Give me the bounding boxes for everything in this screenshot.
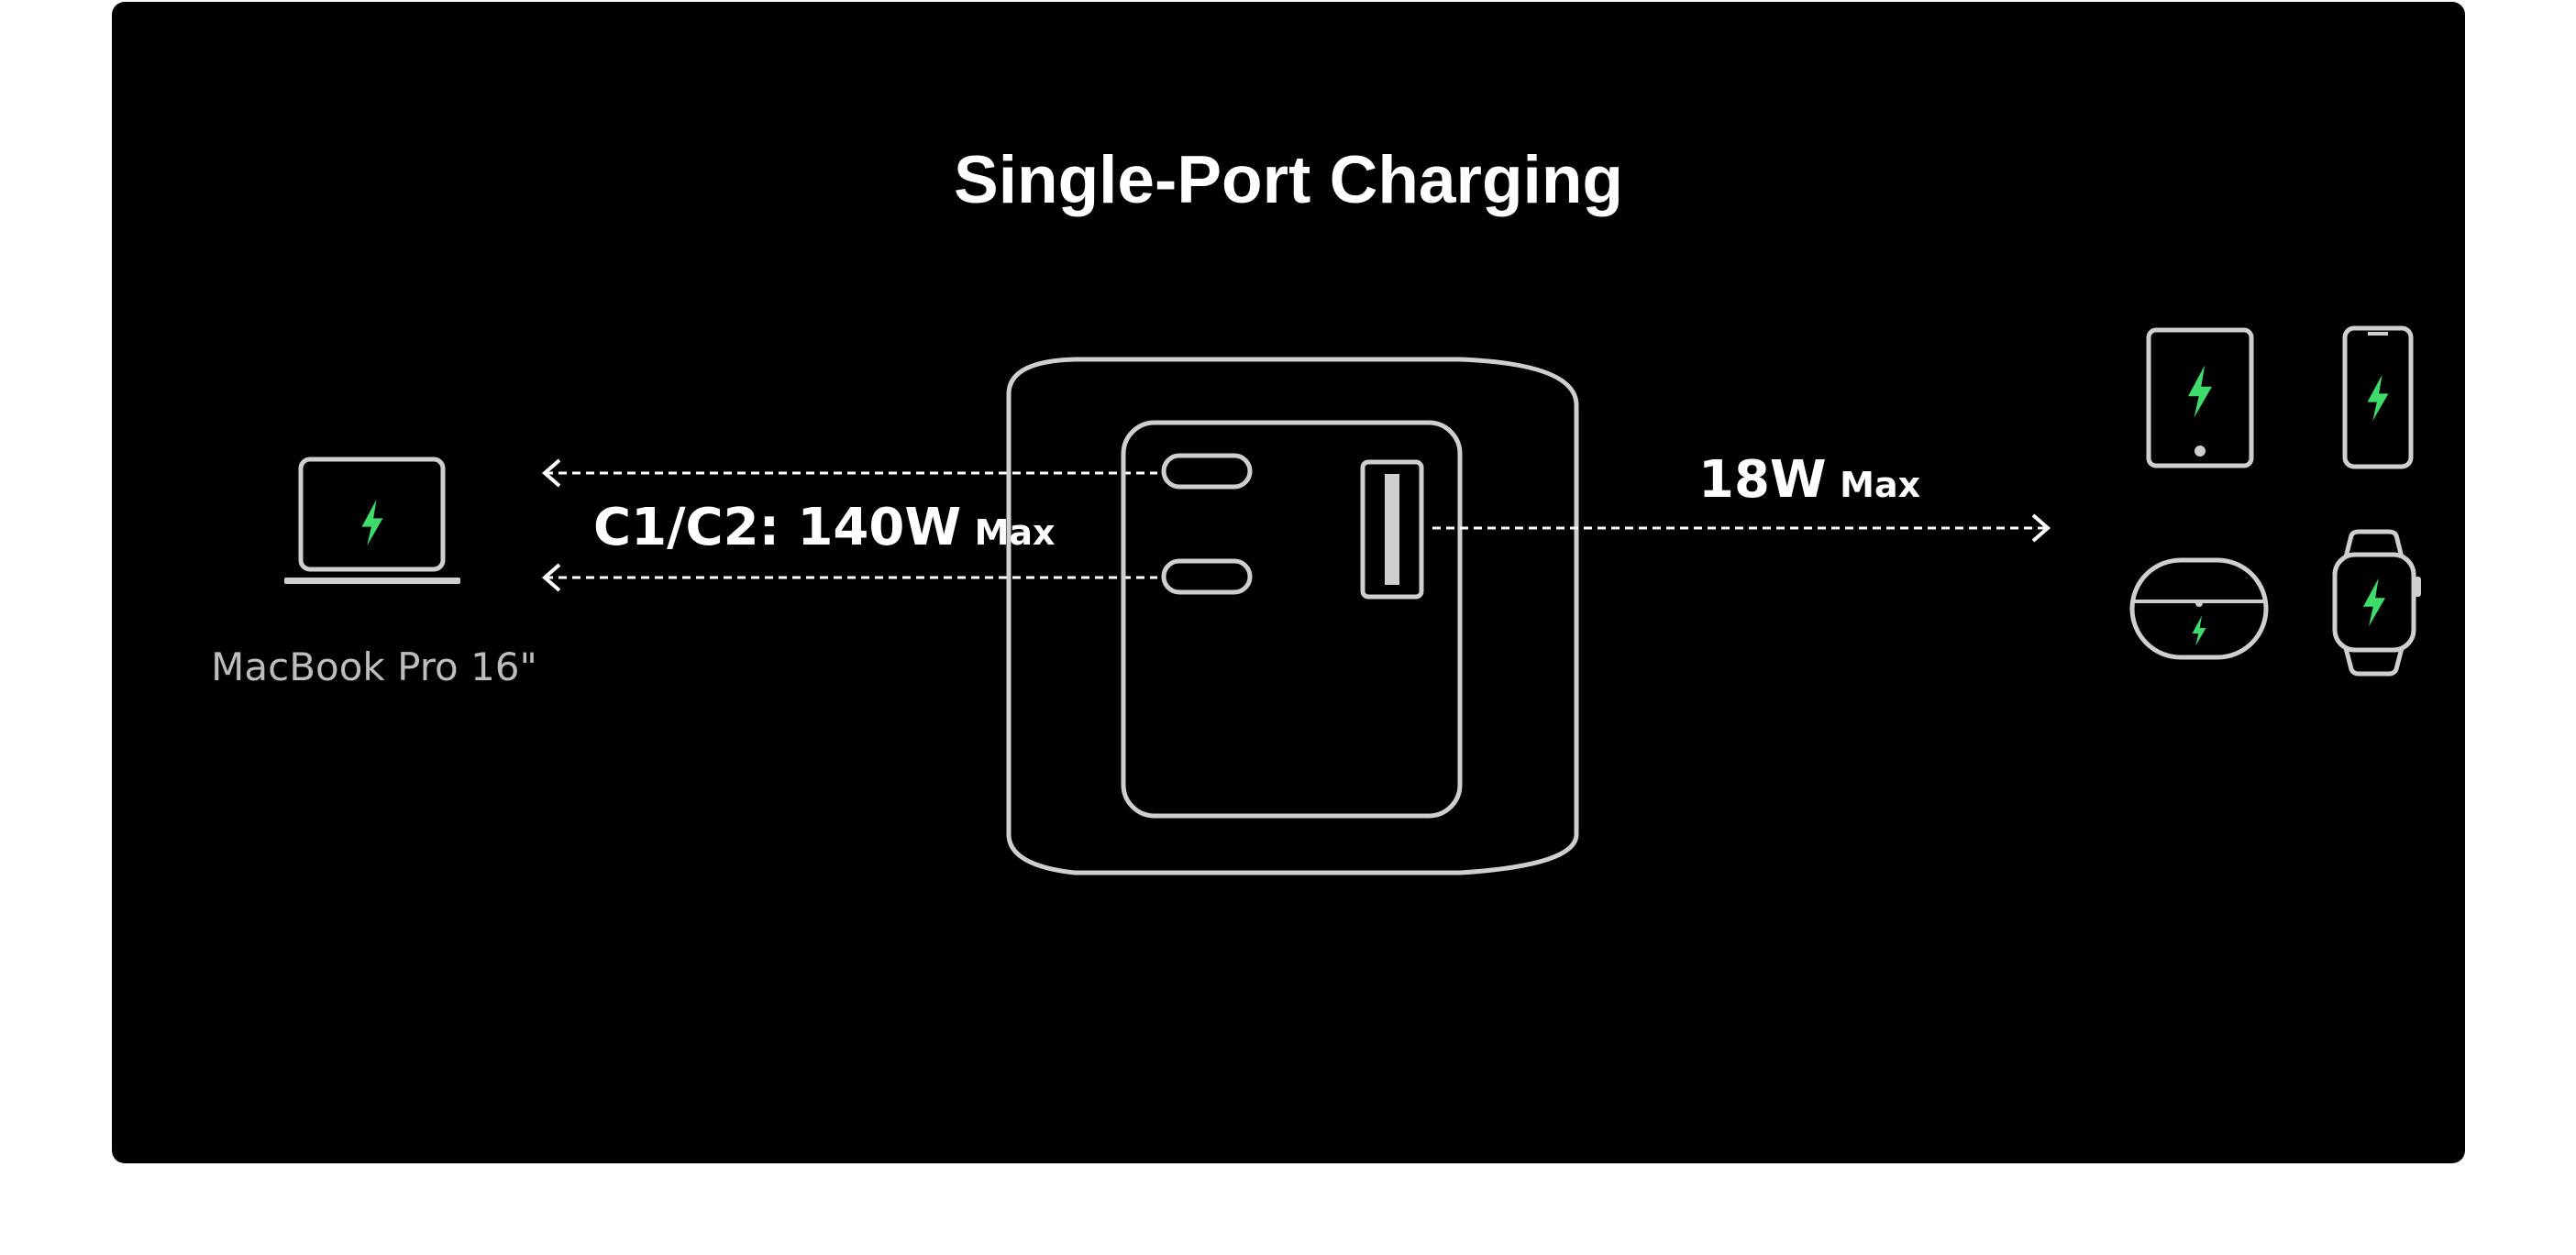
usb-c-port-2 [1161,558,1253,595]
earbuds-case-icon [2129,557,2269,660]
usb-c-power-label: C1/C2: 140W Max [593,498,1056,557]
bolt-icon [2192,615,2206,646]
usb-c-arrows [541,458,1157,592]
usb-a-power-label: 18W Max [1698,450,1920,510]
diagram-panel: Single-Port Charging MacBook Pro 16" C1/… [112,2,2465,1163]
phone-icon [2342,325,2414,469]
charging-diagram: MacBook Pro 16" C1/C2: 140W Max [211,325,2421,875]
bolt-icon [2367,374,2389,422]
usb-a-arrow [1432,513,2051,543]
bolt-icon [2188,365,2212,418]
smartwatch-icon [2332,529,2421,677]
bolt-icon [2363,578,2385,627]
bolt-icon [361,499,383,546]
charger-icon [1006,357,1579,875]
device-label-macbook: MacBook Pro 16" [211,644,537,689]
usb-c-port-1 [1161,453,1253,490]
laptop-icon [284,457,460,584]
usb-a-port [1360,459,1424,600]
tablet-icon [2146,327,2254,468]
page-title: Single-Port Charging [954,143,1623,217]
